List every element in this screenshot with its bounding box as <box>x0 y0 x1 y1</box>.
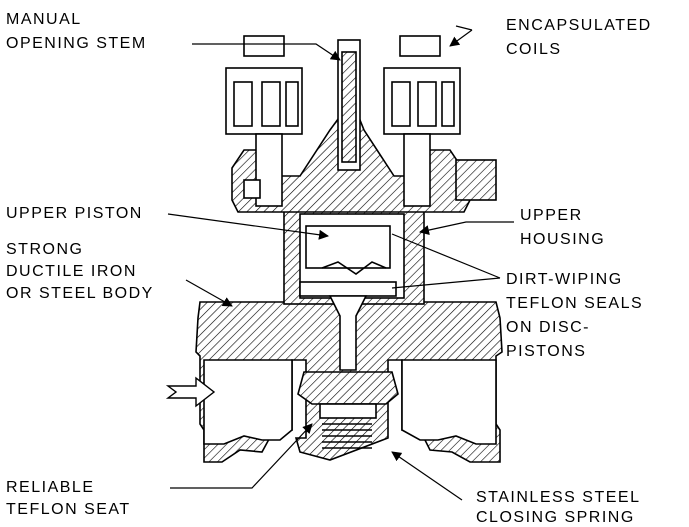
label-upper-housing-1: UPPER <box>520 207 583 224</box>
leader-lines <box>167 25 514 501</box>
closing-spring <box>322 423 372 449</box>
valve-disc <box>297 371 399 405</box>
label-body-1: STRONG <box>6 241 84 258</box>
label-seals-1: DIRT-WIPING <box>506 271 623 288</box>
label-seat-1: RELIABLE <box>6 479 95 496</box>
label-manual-stem-2: OPENING STEM <box>6 35 147 52</box>
upper-piston <box>305 225 391 269</box>
flow-arrow <box>165 376 216 408</box>
label-seals-3: ON DISC- <box>506 319 590 336</box>
label-seals-4: PISTONS <box>506 343 587 360</box>
label-coils-2: COILS <box>506 41 562 58</box>
label-manual-stem-1: MANUAL <box>6 11 82 28</box>
label-spring-1: STAINLESS STEEL <box>476 489 641 506</box>
label-seals-2: TEFLON SEALS <box>506 295 644 312</box>
label-spring-2: CLOSING SPRING <box>476 509 635 526</box>
piston-stem <box>328 295 368 371</box>
label-body-2: DUCTILE IRON <box>6 263 137 280</box>
lower-piston <box>299 281 397 297</box>
label-coils-1: ENCAPSULATED <box>506 17 652 34</box>
label-upper-housing-2: HOUSING <box>520 231 606 248</box>
label-seat-2: TEFLON SEAT <box>6 501 131 518</box>
label-upper-piston: UPPER PISTON <box>6 205 143 222</box>
label-body-3: OR STEEL BODY <box>6 285 154 302</box>
